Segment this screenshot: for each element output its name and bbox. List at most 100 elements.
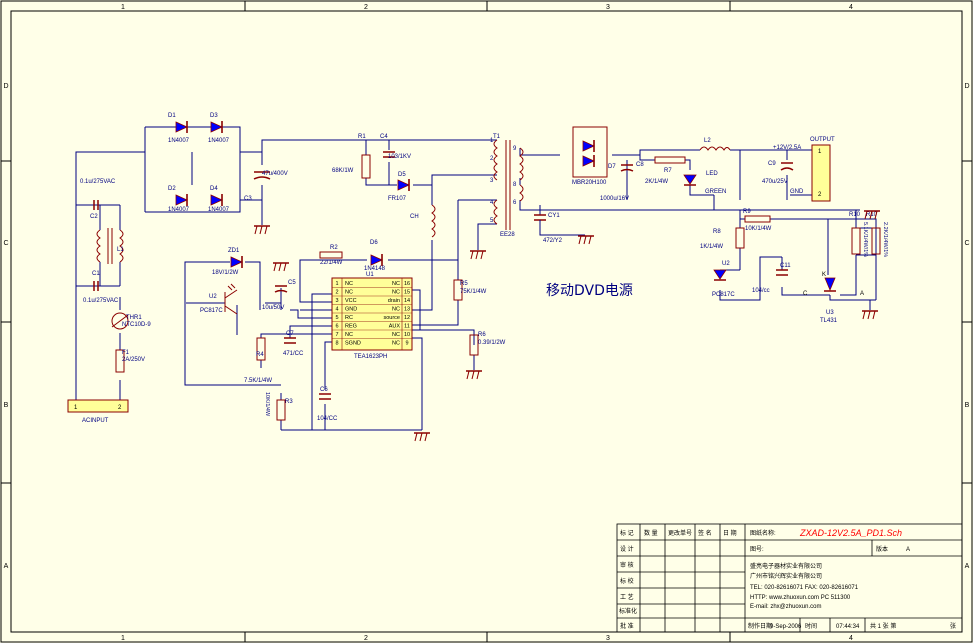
ic-pin-number: 5 (335, 315, 338, 321)
c8-value: 1000u/16V (600, 196, 629, 202)
l1-ref: L1 (117, 247, 124, 253)
r9-resistor (744, 215, 771, 223)
d5-ref: D5 (398, 172, 406, 178)
output-ref: OUTPUT (810, 137, 835, 143)
ic-pin-label: NC (392, 341, 400, 347)
c3-ref: C3 (244, 196, 252, 202)
c3-capacitor (253, 171, 271, 180)
r9-ref: R9 (743, 209, 751, 215)
col-label: 4 (849, 635, 853, 642)
r5-resistor (453, 279, 463, 301)
ic-pin-number: 2 (335, 290, 338, 296)
r7-value: 2K/1/4W (645, 179, 668, 185)
d4-ref: D4 (210, 186, 218, 192)
tb-review: 审 核 (620, 561, 634, 569)
ic-pin-label: RC (345, 315, 353, 321)
r3-value: 10K/1/4W (264, 392, 270, 417)
ground-symbol (273, 262, 289, 272)
r1-resistor (361, 154, 371, 179)
c5-capacitor (274, 285, 288, 293)
row-label: C (964, 240, 969, 247)
tb-tel: TEL: 020-82616071 FAX: 020-82616071 (750, 585, 859, 591)
ic-pin-label: VCC (345, 298, 357, 304)
svg-text:4: 4 (490, 200, 494, 206)
ic-pin-label: SGND (345, 341, 361, 347)
c6-capacitor (319, 393, 331, 400)
f1-ref: F1 (122, 350, 130, 356)
u2-opto-led (713, 269, 727, 281)
r6-resistor (469, 334, 479, 356)
cy1-value: 472/Y2 (543, 238, 563, 244)
cy1-lead (539, 220, 585, 236)
u3-value: TL431 (820, 318, 838, 324)
r8-value: 1K/1/4W (700, 244, 723, 250)
ic-pin-number: 3 (335, 298, 338, 304)
ch-inductor (431, 204, 436, 238)
title-block (616, 523, 963, 633)
tb-company1: 盛亮电子器材实业有限公司 (750, 562, 822, 570)
col-label: 3 (606, 4, 610, 11)
tb-number-label: 图号: (750, 546, 764, 553)
col-label: 1 (121, 4, 125, 11)
r10-value: 5.1K/1/4W/1% (862, 222, 868, 257)
ic-pin-number: 12 (404, 315, 410, 321)
c11-capacitor (776, 269, 788, 276)
r4-value: 7.5K/1/4W (244, 378, 272, 384)
led-ref: LED (706, 171, 718, 177)
svg-text:5: 5 (490, 218, 494, 224)
c1-capacitor (93, 281, 99, 291)
d1-value: 1N4007 (168, 138, 190, 144)
acinput-ref: ACINPUT (82, 418, 109, 424)
d2-ref: D2 (168, 186, 176, 192)
c8-ref: C8 (636, 162, 644, 168)
ic-pin-label: REG (345, 324, 357, 330)
row-label: D (3, 83, 8, 90)
tb-time-value: 07:44:34 (836, 624, 860, 630)
u3-pin-c: C (803, 291, 808, 297)
tb-process: 工 艺 (620, 593, 634, 601)
col-label: 2 (364, 635, 368, 642)
c2-ref: C2 (90, 214, 98, 220)
ic-pin-label: AUX (389, 324, 401, 330)
t1-ref: T1 (493, 134, 501, 140)
tb-version-label: 版本 (876, 545, 888, 553)
led-value: GREEN (705, 189, 726, 195)
r3-resistor (276, 399, 286, 421)
u1-ref: U1 (366, 272, 374, 278)
row-label: B (965, 402, 970, 409)
row-label: D (964, 83, 969, 90)
ground-symbol (466, 370, 482, 380)
led-indicator (683, 174, 697, 186)
r3-ref: R3 (285, 399, 293, 405)
d6-value: 1N4148 (364, 266, 386, 272)
u2-opto-transistor (224, 283, 238, 315)
ic-pin-label: NC (345, 281, 353, 287)
r6-ref: R6 (478, 332, 486, 338)
r10-resistor (851, 227, 861, 255)
output-net1: +12V/2.5A (773, 145, 801, 151)
ic-pin-label: drain (388, 298, 400, 304)
row-label: C (3, 240, 8, 247)
r8-ref: R8 (713, 229, 721, 235)
d4-value: 1N4007 (208, 207, 230, 213)
tb-sheet-value: 张 (950, 622, 956, 630)
tb-check: 标 校 (620, 577, 634, 585)
u2-value: PC817C (200, 308, 223, 314)
ic-pin-label: NC (392, 290, 400, 296)
tb-time-label: 时间 (805, 622, 817, 630)
tb-hdr-mark: 标 记 (620, 529, 634, 537)
thr1-thermistor (111, 312, 129, 330)
col-label: 2 (364, 4, 368, 11)
ch-ref: CH (410, 214, 419, 220)
d7-value: MBR20H100 (572, 180, 607, 186)
zd1-ref: ZD1 (228, 248, 240, 254)
zd1-value: 18V/1/2W (212, 270, 239, 276)
ic-pin-number: 4 (335, 307, 338, 313)
frame-labels: 1 2 3 4 1 2 3 4 D C B A D C B A (3, 4, 969, 642)
svg-text:9: 9 (513, 146, 517, 152)
l2-ref: L2 (704, 138, 711, 144)
r2-ref: R2 (330, 245, 338, 251)
l1-common-mode-choke (96, 228, 124, 264)
svg-text:2: 2 (118, 405, 122, 411)
